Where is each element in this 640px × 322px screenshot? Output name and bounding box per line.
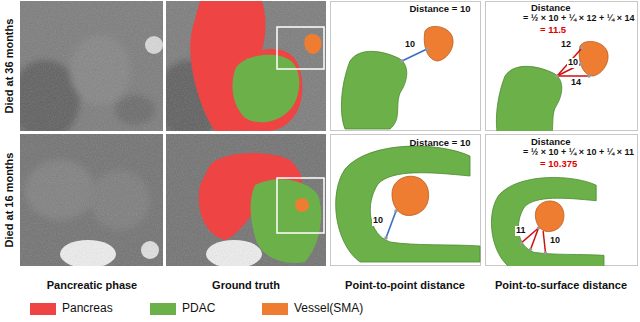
legend-text: Vessel(SMA)	[294, 302, 363, 315]
distance-label: Distance = 10	[410, 138, 471, 148]
row-label: Died at 36 months	[3, 19, 15, 114]
distance-label: Distance = 10	[410, 4, 471, 14]
distance-formula: = ½ × 10 + ¼ × 10 + ¼ × 11	[523, 148, 634, 158]
distance-result: = 10.375	[540, 159, 577, 169]
legend-swatch	[150, 303, 176, 315]
distance-number: 10	[372, 216, 384, 226]
distance-formula: = ½ × 10 + ¼ × 12 + ¼ × 14	[523, 14, 635, 24]
distance-number: 12	[560, 40, 572, 50]
ground-truth-image	[166, 1, 326, 131]
distance-result: = 11.5	[540, 25, 566, 35]
distance-label: Distance	[531, 3, 571, 13]
distance-number: 11	[515, 226, 527, 236]
ct-image	[20, 134, 163, 266]
distance-number: 10	[404, 40, 416, 50]
ground-truth-image	[166, 134, 326, 266]
legend-swatch	[30, 303, 56, 315]
panel-frame	[331, 2, 481, 131]
legend-text: Pancreas	[62, 302, 113, 315]
column-label: Point-to-point distance	[345, 279, 465, 291]
distance-sketch	[496, 41, 608, 131]
distance-label: Distance	[531, 137, 571, 147]
distance-number: 10	[567, 58, 579, 68]
ct-image	[20, 1, 163, 131]
legend-text: PDAC	[182, 302, 215, 315]
distance-sketch	[491, 177, 604, 266]
row-label: Died at 16 months	[3, 153, 15, 248]
column-label: Point-to-surface distance	[495, 279, 627, 291]
column-label: Ground truth	[212, 279, 280, 291]
distance-sketch	[336, 146, 480, 262]
panel-frame	[331, 135, 481, 266]
distance-number: 14	[570, 78, 582, 88]
column-label: Pancreatic phase	[47, 279, 138, 291]
legend-swatch	[262, 303, 288, 315]
distance-number: 10	[549, 236, 561, 246]
distance-sketch	[341, 26, 453, 129]
